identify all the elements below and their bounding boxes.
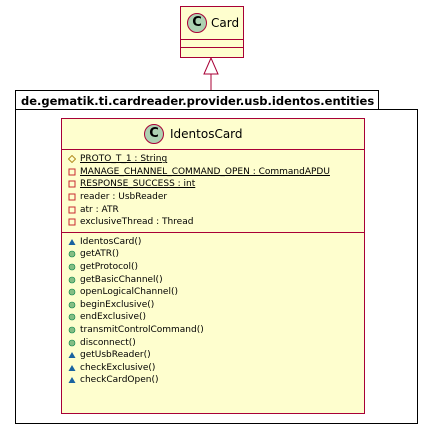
public-visibility-icon [68, 276, 76, 284]
private-visibility-icon [68, 180, 76, 188]
class-card-name: Card [211, 16, 240, 30]
method-row-text: getATR() [80, 249, 120, 260]
public-visibility-icon [68, 250, 76, 258]
method-row: transmitControlCommand() [68, 324, 364, 337]
method-row: getATR() [68, 248, 364, 261]
public-visibility-icon [68, 288, 76, 296]
field-row-text: atr : ATR [80, 204, 119, 215]
public-visibility-icon [68, 339, 76, 347]
method-row-text: transmitControlCommand() [80, 325, 204, 336]
method-row-text: checkCardOpen() [80, 375, 159, 386]
method-row: openLogicalChannel() [68, 286, 364, 299]
method-row-text: openLogicalChannel() [80, 287, 178, 298]
package-visibility-icon [68, 364, 76, 372]
method-row-text: IdentosCard() [80, 236, 142, 247]
class-stereotype-icon: C [144, 124, 164, 144]
public-visibility-icon [68, 313, 76, 321]
method-row: endExclusive() [68, 311, 364, 324]
field-row: atr : ATR [68, 203, 364, 216]
public-visibility-icon [68, 326, 76, 334]
protected-visibility-icon [68, 155, 76, 164]
field-row: MANAGE_CHANNEL_COMMAND_OPEN : CommandAPD… [68, 166, 364, 179]
class-stereotype-icon: C [187, 13, 207, 33]
class-card-methods [181, 48, 243, 57]
private-visibility-icon [68, 206, 76, 214]
field-row-text: RESPONSE_SUCCESS : int [80, 179, 196, 190]
package-visibility-icon [68, 238, 76, 246]
field-row: PROTO_T_1 : String [68, 153, 364, 166]
private-visibility-icon [68, 218, 76, 226]
method-row: IdentosCard() [68, 236, 364, 249]
class-identoscard-name: IdentosCard [170, 127, 243, 141]
method-row-text: disconnect() [80, 337, 136, 348]
package-visibility-icon [68, 351, 76, 359]
field-row-text: PROTO_T_1 : String [80, 154, 168, 165]
inheritance-arrowhead [203, 56, 219, 75]
public-visibility-icon [68, 301, 76, 309]
method-row-text: endExclusive() [80, 312, 147, 323]
method-row: getBasicChannel() [68, 273, 364, 286]
method-row: getUsbReader() [68, 349, 364, 362]
method-row: getProtocol() [68, 261, 364, 274]
class-methods: IdentosCard() getATR() getProtocol()getBas… [62, 233, 364, 390]
method-row: checkExclusive() [68, 362, 364, 375]
class-card[interactable]: C Card [180, 6, 244, 58]
method-row-text: beginExclusive() [80, 299, 155, 310]
field-row-text: exclusiveThread : Thread [80, 217, 194, 228]
field-row-text: MANAGE_CHANNEL_COMMAND_OPEN : CommandAPD… [80, 166, 330, 177]
method-row-text: checkExclusive() [80, 362, 156, 373]
method-row: checkCardOpen() [68, 374, 364, 387]
method-row-text: getBasicChannel() [80, 274, 163, 285]
method-row: beginExclusive() [68, 299, 364, 312]
method-row: disconnect() [68, 336, 364, 349]
field-row: RESPONSE_SUCCESS : int [68, 178, 364, 191]
field-row: reader : UsbReader [68, 191, 364, 204]
method-row-text: getUsbReader() [80, 350, 151, 361]
field-row: exclusiveThread : Thread [68, 216, 364, 229]
package-name: de.gematik.ti.cardreader.provider.usb.id… [21, 94, 375, 108]
field-row-text: reader : UsbReader [80, 192, 168, 203]
private-visibility-icon [68, 193, 76, 201]
class-card-fields [181, 40, 243, 48]
method-row-text: getProtocol() [80, 262, 139, 273]
public-visibility-icon [68, 263, 76, 271]
package-tab[interactable]: de.gematik.ti.cardreader.provider.usb.id… [15, 90, 380, 110]
private-visibility-icon [68, 168, 76, 176]
package-visibility-icon [68, 376, 76, 384]
